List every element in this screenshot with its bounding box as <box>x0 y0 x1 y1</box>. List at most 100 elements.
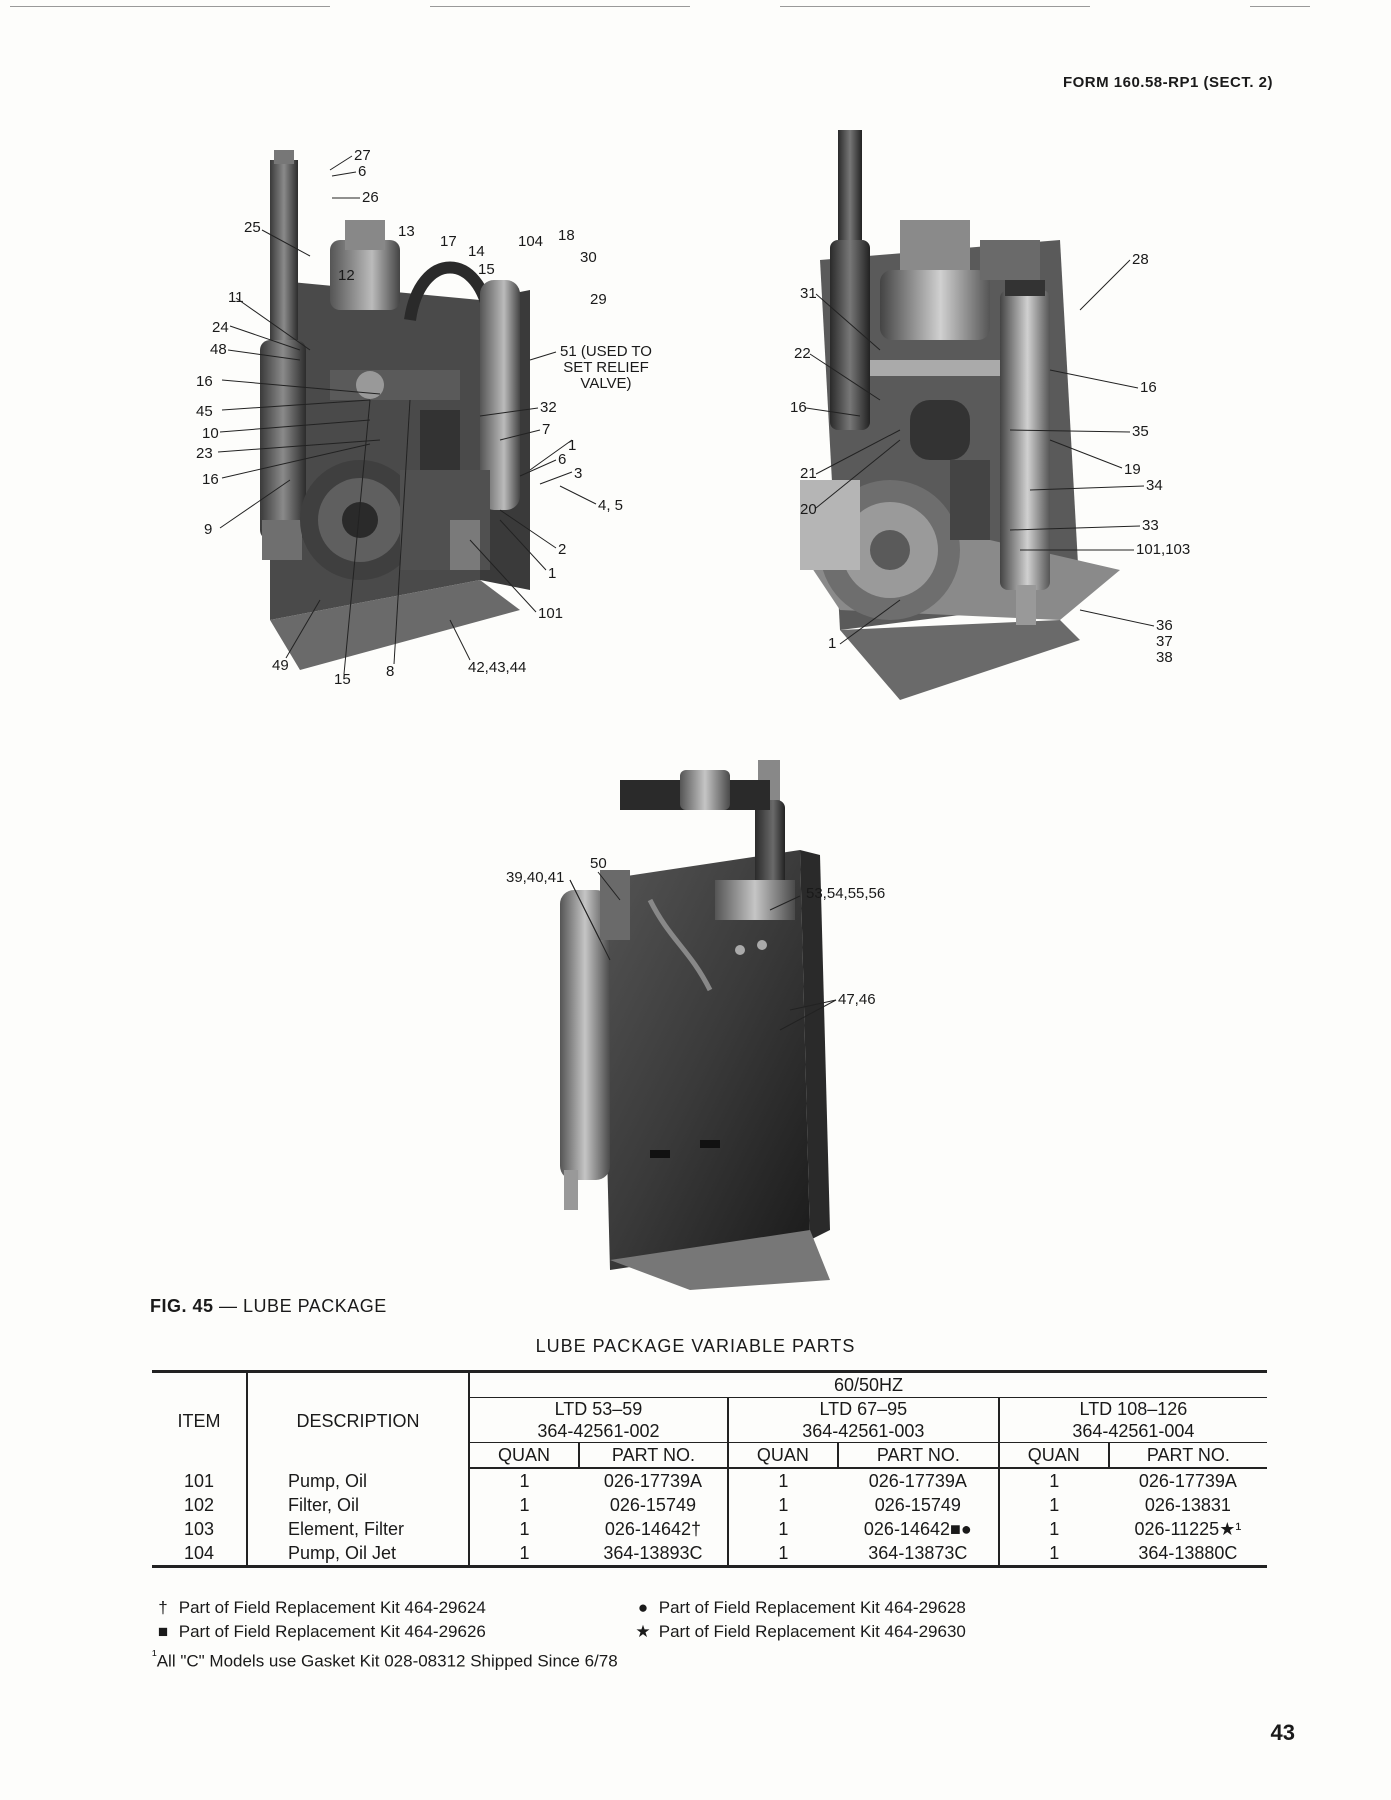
page-number: 43 <box>1270 1720 1295 1745</box>
scan-artifact <box>1250 6 1310 7</box>
callout-label: 9 <box>204 521 213 538</box>
part-no-cell: 026-11225★¹ <box>1134 1519 1242 1539</box>
callout-label: 16 <box>790 399 807 416</box>
callout-label: 1 <box>828 635 837 652</box>
footnote-text: All "C" Models use Gasket Kit 028-08312 … <box>156 1651 618 1671</box>
quan-cell: 1 <box>997 1517 1109 1541</box>
leader-lines <box>217 155 1155 1031</box>
part-no-cell: 026-17739A <box>1138 1471 1237 1491</box>
item-cell: 102 <box>183 1495 215 1515</box>
footnote-symbol: ¹ <box>152 1648 157 1664</box>
header-part-no: PART NO. <box>836 1442 999 1469</box>
group-model-label: LTD 108–126 <box>1079 1399 1188 1419</box>
callout-label: 22 <box>794 345 811 362</box>
footnote: † Part of Field Replacement Kit 464-2962… <box>152 1596 486 1620</box>
callout-label: 49 <box>272 657 289 674</box>
quan-cell: 1 <box>468 1493 579 1517</box>
lube-package-photo-front <box>180 140 740 700</box>
part-no-cell: 026-13831 <box>1144 1495 1231 1515</box>
footnote: ★ Part of Field Replacement Kit 464-2963… <box>632 1620 966 1644</box>
callout-label: 16 <box>1140 379 1157 396</box>
header-group-model: LTD 67–95 364-42561-003 <box>726 1397 999 1443</box>
scan-artifact <box>780 6 1090 7</box>
figure-dash: — <box>213 1296 244 1316</box>
callout-label: 1 <box>568 437 577 454</box>
quan-cell: 1 <box>468 1541 579 1567</box>
callout-label: 26 <box>362 189 379 206</box>
callout-label: 30 <box>580 249 597 266</box>
callout-label: 2 <box>558 541 567 558</box>
part-no-cell: 026-14642† <box>604 1519 701 1539</box>
callout-label: 27 <box>354 147 371 164</box>
part-no-cell: 026-15749 <box>609 1495 696 1515</box>
part-no-cell: 364-13880C <box>1138 1543 1238 1563</box>
footnote-symbol: † <box>158 1598 168 1617</box>
table-row: 104 Pump, Oil Jet 1 364-13893C 1 364-138… <box>152 1541 1267 1567</box>
description-cell: Pump, Oil <box>246 1468 469 1493</box>
callout-label: 10 <box>202 425 219 442</box>
description-cell: Pump, Oil Jet <box>246 1541 469 1567</box>
part-no-cell: 026-17739A <box>603 1471 702 1491</box>
callout-label: 23 <box>196 445 213 462</box>
lube-package-photo-back <box>500 760 940 1290</box>
callout-label: 7 <box>542 421 551 438</box>
callout-label: 101 <box>538 605 564 622</box>
callout-label: 17 <box>440 233 457 250</box>
callout-label: 16 <box>202 471 219 488</box>
description-cell: Element, Filter <box>246 1517 469 1541</box>
part-no-cell: 026-15749 <box>874 1495 961 1515</box>
table-row: 101 Pump, Oil 1 026-17739A 1 026-17739A … <box>152 1468 1267 1493</box>
callout-label: 3 <box>574 465 583 482</box>
callout-label: 39,40,41 <box>506 869 565 886</box>
callout-label: 33 <box>1142 517 1159 534</box>
callout-label: 15 <box>334 671 351 688</box>
callout-label: 15 <box>478 261 495 278</box>
figure-title: LUBE PACKAGE <box>243 1296 387 1316</box>
part-no-cell: 026-14642■● <box>863 1519 972 1539</box>
callout-label: 11 <box>228 289 244 306</box>
quan-cell: 1 <box>468 1468 579 1493</box>
callout-label: 36 37 38 <box>1156 617 1173 666</box>
group-part-label: 364-42561-004 <box>1072 1421 1195 1441</box>
footnote: ■ Part of Field Replacement Kit 464-2962… <box>152 1620 486 1644</box>
table-title: LUBE PACKAGE VARIABLE PARTS <box>535 1336 856 1356</box>
part-no-cell: 364-13893C <box>603 1543 703 1563</box>
callout-label: 32 <box>540 399 557 416</box>
header-frequency: 60/50HZ <box>468 1371 1267 1398</box>
footnote-text: Part of Field Replacement Kit 464-29626 <box>178 1622 486 1641</box>
quan-cell: 1 <box>997 1468 1109 1493</box>
scan-artifact <box>430 6 690 7</box>
footnote-symbol: ■ <box>157 1622 169 1641</box>
footnote: ● Part of Field Replacement Kit 464-2962… <box>632 1596 966 1620</box>
callout-label: 19 <box>1124 461 1141 478</box>
footnote-text: Part of Field Replacement Kit 464-29630 <box>658 1622 966 1641</box>
callout-label: 20 <box>800 501 817 518</box>
header-group-model: LTD 108–126 364-42561-004 <box>997 1397 1267 1443</box>
description-cell: Filter, Oil <box>246 1493 469 1517</box>
quan-cell: 1 <box>468 1517 579 1541</box>
header-quan: QUAN <box>726 1442 838 1469</box>
part-no-cell: 364-13873C <box>868 1543 968 1563</box>
figure-number: FIG. 45 <box>150 1296 214 1316</box>
footnote-symbol: ● <box>637 1598 649 1617</box>
callout-label: 53,54,55,56 <box>806 885 886 902</box>
callout-label: 35 <box>1132 423 1149 440</box>
callout-label: 24 <box>212 319 229 336</box>
callout-label: 18 <box>558 227 575 244</box>
callout-label: 101,103 <box>1136 541 1191 558</box>
footnote-text: Part of Field Replacement Kit 464-29624 <box>178 1598 486 1617</box>
header-description: DESCRIPTION <box>246 1371 469 1468</box>
header-part-no: PART NO. <box>1107 1442 1267 1469</box>
quan-cell: 1 <box>726 1541 838 1567</box>
item-cell: 101 <box>183 1470 215 1491</box>
callout-label: 31 <box>800 285 817 302</box>
quan-cell: 1 <box>726 1468 838 1493</box>
header-group-model: LTD 53–59 364-42561-002 <box>468 1397 728 1443</box>
group-part-label: 364-42561-003 <box>802 1421 925 1441</box>
callout-label: 1 <box>548 565 557 582</box>
header-quan: QUAN <box>468 1442 579 1469</box>
group-part-label: 364-42561-002 <box>537 1421 660 1441</box>
part-no-cell: 026-17739A <box>868 1471 967 1491</box>
header-item: ITEM <box>177 1410 221 1431</box>
footnote-symbol: ★ <box>635 1622 651 1641</box>
